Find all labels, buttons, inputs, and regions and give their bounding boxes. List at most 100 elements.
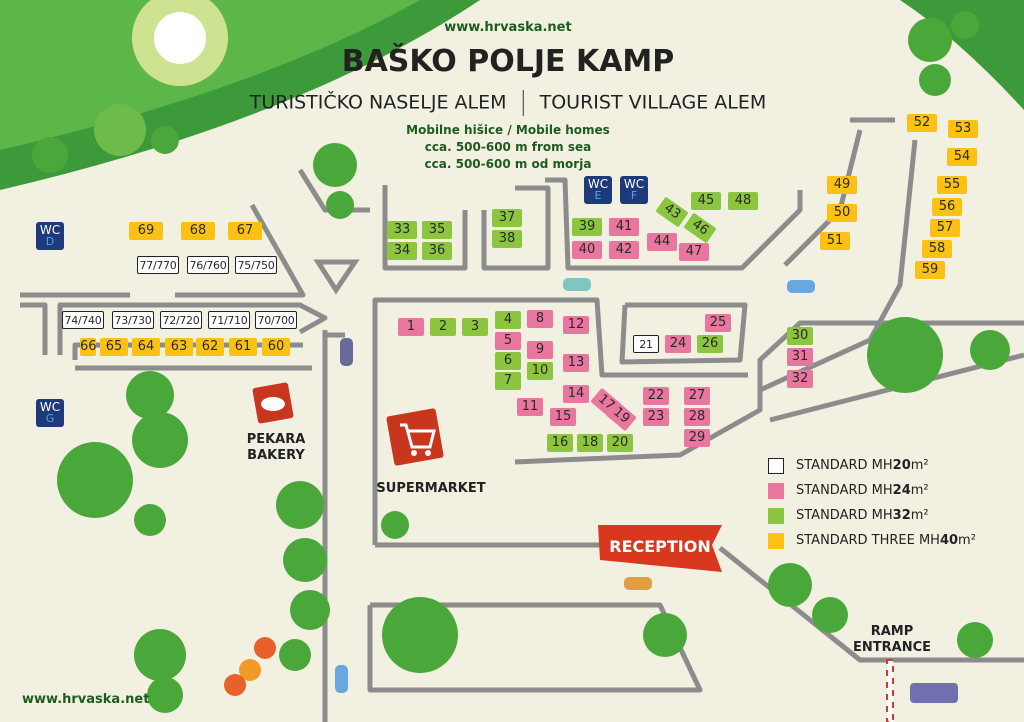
lot-6[interactable]: 6: [495, 352, 521, 370]
info-line: cca. 500-600 m from sea: [424, 140, 592, 154]
lot-37[interactable]: 37: [492, 209, 522, 227]
lot-72-720[interactable]: 72/720: [160, 311, 202, 329]
lot-1[interactable]: 1: [398, 318, 424, 336]
lot-44[interactable]: 44: [647, 233, 677, 251]
lot-38[interactable]: 38: [492, 230, 522, 248]
lot-58[interactable]: 58: [922, 240, 952, 258]
lot-53[interactable]: 53: [948, 120, 978, 138]
lot-34[interactable]: 34: [387, 242, 417, 260]
lot-40[interactable]: 40: [572, 241, 602, 259]
subtitle: TURISTIČKO NASELJE ALEM TOURIST VILLAGE …: [250, 90, 766, 116]
lot-21[interactable]: 21: [633, 335, 659, 353]
legend-swatch: [768, 532, 784, 549]
lot-67[interactable]: 67: [228, 222, 262, 240]
website-footer[interactable]: www.hrvaska.net: [22, 692, 150, 707]
lot-30[interactable]: 30: [787, 327, 813, 345]
lot-23[interactable]: 23: [643, 408, 669, 426]
lot-60[interactable]: 60: [262, 338, 290, 356]
lot-29[interactable]: 29: [684, 429, 710, 447]
lot-20[interactable]: 20: [607, 434, 633, 452]
lot-68[interactable]: 68: [181, 222, 215, 240]
car-icon: [335, 665, 348, 693]
lot-45[interactable]: 45: [691, 192, 721, 210]
lot-76-760[interactable]: 76/760: [187, 256, 229, 274]
ramp-barrier-icon: [886, 659, 894, 722]
lot-66[interactable]: 66: [80, 338, 97, 356]
lot-63[interactable]: 63: [165, 338, 193, 356]
legend-swatch: [768, 507, 784, 524]
lot-11[interactable]: 11: [517, 398, 543, 416]
lot-35[interactable]: 35: [422, 221, 452, 239]
lot-26[interactable]: 26: [697, 335, 723, 353]
lot-74-740[interactable]: 74/740: [62, 311, 104, 329]
lot-3[interactable]: 3: [462, 318, 488, 336]
lot-73-730[interactable]: 73/730: [112, 311, 154, 329]
lot-15[interactable]: 15: [550, 408, 576, 426]
green-corner-top-right: [900, 0, 1024, 110]
lot-14[interactable]: 14: [563, 385, 589, 403]
lot-55[interactable]: 55: [937, 176, 967, 194]
lot-52[interactable]: 52: [907, 114, 937, 132]
lot-50[interactable]: 50: [827, 204, 857, 222]
lot-77-770[interactable]: 77/770: [137, 256, 179, 274]
lot-9[interactable]: 9: [527, 341, 553, 359]
lot-48[interactable]: 48: [728, 192, 758, 210]
lot-10[interactable]: 10: [527, 362, 553, 380]
info-line: cca. 500-600 m od morja: [424, 157, 592, 171]
lot-42[interactable]: 42: [609, 241, 639, 259]
lot-65[interactable]: 65: [100, 338, 128, 356]
info-block: Mobilne hišice / Mobile homes cca. 500-6…: [406, 122, 610, 173]
lot-41[interactable]: 41: [609, 218, 639, 236]
umbrella-icon: [224, 674, 246, 696]
lot-57[interactable]: 57: [930, 219, 960, 237]
lot-28[interactable]: 28: [684, 408, 710, 426]
subtitle-hr: TURISTIČKO NASELJE ALEM: [249, 91, 507, 114]
lot-59[interactable]: 59: [915, 261, 945, 279]
lot-51[interactable]: 51: [820, 232, 850, 250]
lot-49[interactable]: 49: [827, 176, 857, 194]
lot-56[interactable]: 56: [932, 198, 962, 216]
lot-54[interactable]: 54: [947, 148, 977, 166]
lot-5[interactable]: 5: [495, 332, 521, 350]
lot-12[interactable]: 12: [563, 316, 589, 334]
lot-32[interactable]: 32: [787, 370, 813, 388]
lot-22[interactable]: 22: [643, 387, 669, 405]
lot-16[interactable]: 16: [547, 434, 573, 452]
lot-4[interactable]: 4: [495, 311, 521, 329]
umbrella-icon: [254, 637, 276, 659]
lot-24[interactable]: 24: [665, 335, 691, 353]
lot-47[interactable]: 47: [679, 243, 709, 261]
lot-31[interactable]: 31: [787, 348, 813, 366]
lot-64[interactable]: 64: [132, 338, 160, 356]
lot-27[interactable]: 27: [684, 387, 710, 405]
shopping-cart-icon: [386, 408, 444, 466]
lot-75-750[interactable]: 75/750: [235, 256, 277, 274]
lot-8[interactable]: 8: [527, 310, 553, 328]
van-icon: [910, 683, 958, 703]
lot-70-700[interactable]: 70/700: [255, 311, 297, 329]
lot-61[interactable]: 61: [229, 338, 257, 356]
website-header[interactable]: www.hrvaska.net: [444, 20, 572, 35]
lot-13[interactable]: 13: [563, 354, 589, 372]
lot-33[interactable]: 33: [387, 221, 417, 239]
car-icon: [787, 280, 815, 293]
lot-71-710[interactable]: 71/710: [208, 311, 250, 329]
lot-69[interactable]: 69: [129, 222, 163, 240]
lot-7[interactable]: 7: [495, 372, 521, 390]
lot-18[interactable]: 18: [577, 434, 603, 452]
lot-36[interactable]: 36: [422, 242, 452, 260]
lot-25[interactable]: 25: [705, 314, 731, 332]
lot-39[interactable]: 39: [572, 218, 602, 236]
lot-2[interactable]: 2: [430, 318, 456, 336]
car-icon: [624, 577, 652, 590]
lot-62[interactable]: 62: [196, 338, 224, 356]
roundabout-triangle: [313, 259, 360, 295]
